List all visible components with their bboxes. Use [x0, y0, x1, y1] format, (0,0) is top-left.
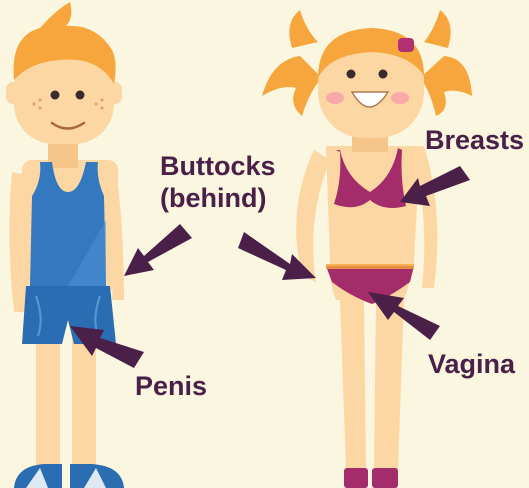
boy-left-leg — [36, 330, 60, 470]
boy-right-eye — [76, 91, 85, 100]
girl-figure — [262, 10, 472, 488]
girl-right-leg — [374, 298, 404, 470]
girl-right-eye — [379, 70, 388, 79]
girl-right-shoe — [372, 468, 398, 488]
girl-right-pigtail — [420, 56, 472, 116]
buttocks-label-line1: Buttocks — [160, 150, 276, 182]
penis-label: Penis — [135, 370, 207, 402]
girl-hair-tie — [398, 38, 414, 52]
girl-left-shoe — [344, 468, 368, 488]
vagina-label: Vagina — [428, 348, 515, 380]
girl-left-leg — [340, 298, 366, 470]
boy-shorts — [22, 286, 116, 344]
girl-left-pigtail — [262, 56, 322, 116]
breasts-label: Breasts — [425, 124, 524, 156]
boy-left-eye — [51, 91, 60, 100]
girl-left-eye — [347, 70, 356, 79]
boy-figure — [6, 2, 124, 488]
buttocks-label-line2: (behind) — [160, 182, 276, 214]
buttocks-arrow-boy — [124, 224, 192, 276]
girl-left-arm — [296, 150, 330, 282]
buttocks-label: Buttocks (behind) — [160, 150, 276, 214]
